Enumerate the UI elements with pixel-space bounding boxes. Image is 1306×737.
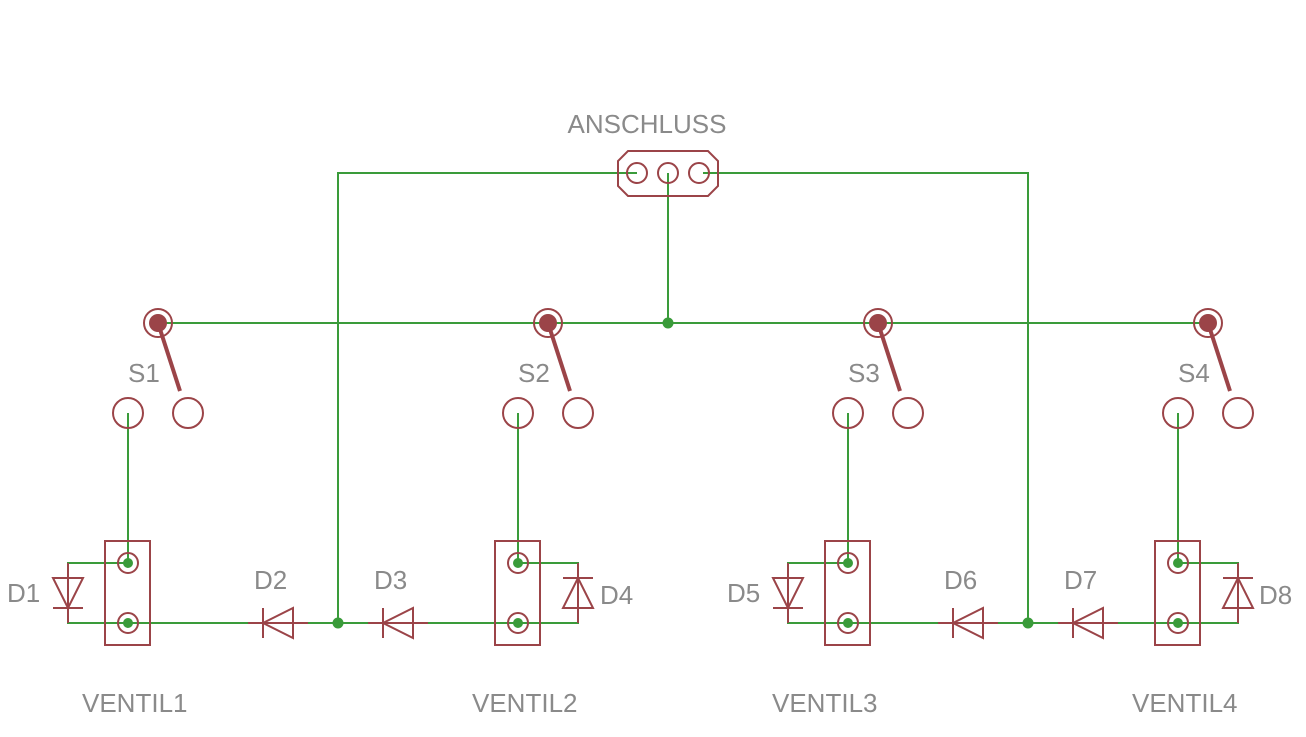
diode-triangle xyxy=(561,575,595,609)
diode-d3[interactable]: D3 xyxy=(368,565,428,640)
switch-label: S2 xyxy=(518,358,550,388)
wire-connector-right xyxy=(703,172,1029,623)
diode-triangle xyxy=(1221,575,1255,609)
diode-d6[interactable]: D6 xyxy=(938,565,998,640)
switch-s2[interactable]: S2 xyxy=(502,308,594,429)
switch-common-terminal xyxy=(1193,308,1223,338)
wire-connector-left xyxy=(337,172,637,623)
valve-pin-dot xyxy=(1173,618,1183,628)
diode-d1[interactable]: D1 xyxy=(7,563,85,623)
valve-label: VENTIL4 xyxy=(1132,688,1238,718)
switch-terminal xyxy=(172,397,204,429)
valve-pin xyxy=(1167,552,1189,574)
switch-lever xyxy=(1206,322,1232,392)
valve-pin-dot xyxy=(843,618,853,628)
switch-label: S4 xyxy=(1178,358,1210,388)
diode-label: D1 xyxy=(7,578,40,608)
diode-label: D4 xyxy=(600,580,633,610)
valve-ventil3[interactable]: VENTIL3 xyxy=(772,540,878,718)
diode-d2[interactable]: D2 xyxy=(248,565,308,640)
switch-lever xyxy=(156,322,182,392)
switch-s3[interactable]: S3 xyxy=(832,308,924,429)
diode-label: D6 xyxy=(944,565,977,595)
switch-terminal xyxy=(562,397,594,429)
connector-pin xyxy=(688,162,710,184)
switch-common-terminal xyxy=(863,308,893,338)
switch-terminal xyxy=(892,397,924,429)
diode-d5[interactable]: D5 xyxy=(727,563,805,623)
valve-body xyxy=(1154,540,1201,646)
switch-label: S3 xyxy=(848,358,880,388)
diode-d4[interactable]: D4 xyxy=(561,563,633,623)
junction-dot xyxy=(1022,617,1034,629)
junctions xyxy=(332,317,1034,629)
valve-body xyxy=(824,540,871,646)
switch-terminal xyxy=(112,397,144,429)
valve-label: VENTIL2 xyxy=(472,688,578,718)
valve-pin-dot xyxy=(513,618,523,628)
connector-pin xyxy=(657,162,679,184)
valve-ventil1[interactable]: VENTIL1 xyxy=(82,540,188,718)
diode-triangle xyxy=(1070,606,1104,640)
valve-label: VENTIL3 xyxy=(772,688,878,718)
diode-label: D3 xyxy=(374,565,407,595)
wire-d5-loop xyxy=(787,562,848,624)
wire-d8-loop xyxy=(1178,562,1239,624)
diode-d8[interactable]: D8 xyxy=(1221,563,1292,623)
valve-ventil4[interactable]: VENTIL4 xyxy=(1132,540,1238,718)
valve-pin-dot xyxy=(123,618,133,628)
diode-triangle xyxy=(380,606,414,640)
junction-dot xyxy=(332,617,344,629)
switch-common-terminal xyxy=(533,308,563,338)
switch-common-terminal xyxy=(143,308,173,338)
valve-pin xyxy=(117,552,139,574)
wire-d1-loop xyxy=(67,562,128,624)
valve-pin xyxy=(507,552,529,574)
valve-ventil2[interactable]: VENTIL2 xyxy=(472,540,578,718)
valve-body xyxy=(104,540,151,646)
valve-pin xyxy=(507,612,529,634)
switch-lever xyxy=(876,322,902,392)
valve-pin-dot xyxy=(123,558,133,568)
switch-lever xyxy=(546,322,572,392)
diode-triangle xyxy=(950,606,984,640)
junction-dot xyxy=(662,317,674,329)
valve-body xyxy=(494,540,541,646)
diode-label: D8 xyxy=(1259,580,1292,610)
diode-triangle xyxy=(771,577,805,611)
valve-pin xyxy=(1167,612,1189,634)
diode-triangle xyxy=(260,606,294,640)
connector-label: ANSCHLUSS xyxy=(568,109,727,139)
wire-d4-loop xyxy=(518,562,579,624)
connector-outline xyxy=(617,150,719,197)
switch-s1[interactable]: S1 xyxy=(112,308,204,429)
diode-label: D2 xyxy=(254,565,287,595)
switch-terminal xyxy=(1222,397,1254,429)
wires xyxy=(67,172,1239,624)
diode-label: D5 xyxy=(727,578,760,608)
switch-label: S1 xyxy=(128,358,160,388)
connector-pin xyxy=(626,162,648,184)
valve-pin xyxy=(117,612,139,634)
valve-pin-dot xyxy=(513,558,523,568)
switch-terminal xyxy=(832,397,864,429)
diode-label: D7 xyxy=(1064,565,1097,595)
diode-triangle xyxy=(51,577,85,611)
valve-label: VENTIL1 xyxy=(82,688,188,718)
connector-anschluss[interactable]: ANSCHLUSS xyxy=(568,109,727,197)
valve-pin xyxy=(837,552,859,574)
valve-pin-dot xyxy=(843,558,853,568)
diode-d7[interactable]: D7 xyxy=(1058,565,1118,640)
switch-s4[interactable]: S4 xyxy=(1162,308,1254,429)
valve-pin-dot xyxy=(1173,558,1183,568)
valve-pin xyxy=(837,612,859,634)
switch-terminal xyxy=(502,397,534,429)
switch-terminal xyxy=(1162,397,1194,429)
